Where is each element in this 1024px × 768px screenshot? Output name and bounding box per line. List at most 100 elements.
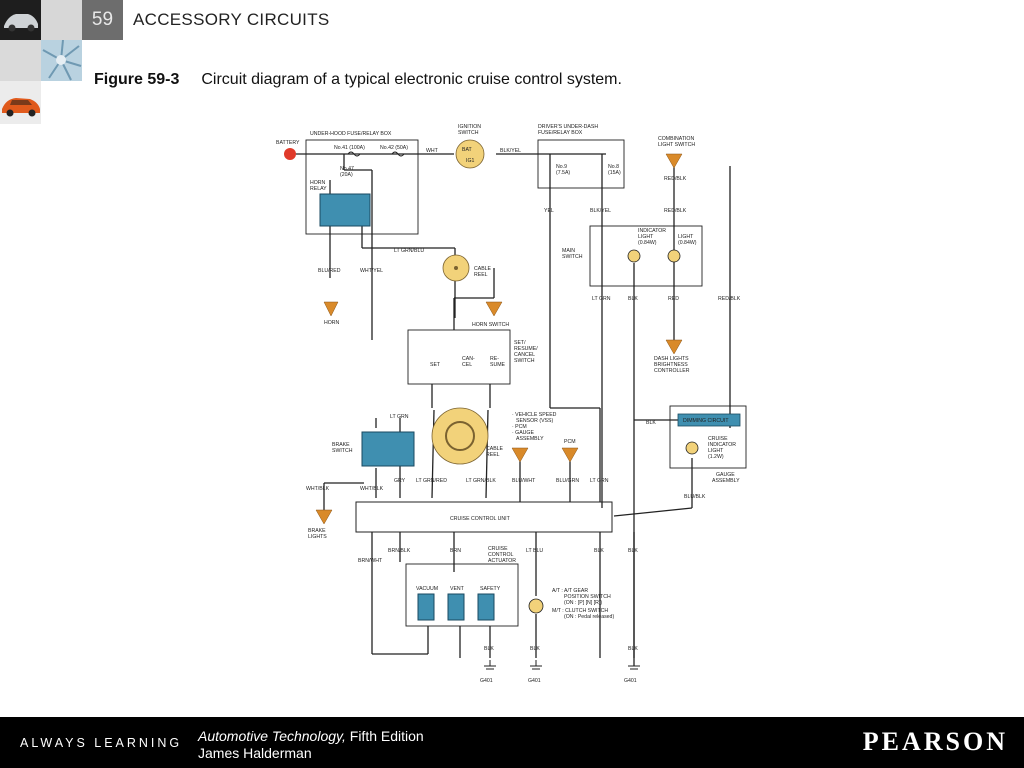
bat-label: BAT <box>462 147 473 153</box>
gauge-assembly-box <box>669 405 747 469</box>
dash-lights-arrow-icon <box>665 339 683 355</box>
horn-label: HORN <box>324 320 340 326</box>
blk-label-7: BLK <box>628 646 638 652</box>
brn-wht-label: BRN/WHT <box>358 558 383 564</box>
cel-label: CEL <box>462 362 472 368</box>
actuator-label-c: ACTUATOR <box>488 558 516 564</box>
chapter-title: ACCESSORY CIRCUITS <box>133 10 330 29</box>
ig1-label: IG1 <box>466 158 474 164</box>
at-label-c: (ON : [P] [N] [R]) <box>564 600 602 606</box>
ground-label-3: G401 <box>624 678 637 684</box>
vss-label-d: · GAUGE <box>512 430 534 436</box>
blk-label-5: BLK <box>484 646 494 652</box>
sume-label: SUME <box>490 362 506 368</box>
fuse-8-label-b: (15A) <box>608 170 621 176</box>
chapter-number: 59 <box>82 0 123 40</box>
blu-wht-label: BLU/WHT <box>512 478 536 484</box>
brake-lights-label-a: BRAKE <box>308 528 326 534</box>
cable-reel2-label-b: REEL <box>486 452 500 458</box>
brake-switch-label-a: BRAKE <box>332 442 350 448</box>
blk-label-6: BLK <box>530 646 540 652</box>
car-thumbnail-orange <box>0 81 41 124</box>
cruise-ind-label-b: INDICATOR <box>708 442 736 448</box>
mt-label-a: M/T : CLUTCH SWITCH <box>552 608 608 614</box>
cruise-control-circuit-diagram: BATTERY UNDER-HOOD FUSE/RELAY BOX No.41 … <box>276 124 747 684</box>
ccu-label: CRUISE CONTROL UNIT <box>450 516 511 522</box>
safety-label: SAFETY <box>480 586 501 592</box>
indicator-light-icon <box>627 249 641 263</box>
vacuum-label: VACUUM <box>416 586 438 592</box>
book-edition: Fifth Edition <box>345 728 424 744</box>
dash-lights-label-b: BRIGHTNESS <box>654 362 688 368</box>
vacuum-solenoid-icon <box>417 593 435 621</box>
horn-switch-arrow-icon <box>485 301 503 317</box>
vent-label: VENT <box>450 586 465 592</box>
yel-label: YEL <box>544 208 554 214</box>
blu-grn-label: BLU/GRN <box>556 478 579 484</box>
ignition-label-a: IGNITION <box>458 124 481 130</box>
cruise-control-actuator-box <box>405 563 519 627</box>
dimming-circuit-icon <box>677 413 741 427</box>
cruise-ind-label-a: CRUISE <box>708 436 728 442</box>
grey-thumbnail-lower <box>0 40 41 81</box>
grey-thumbnail <box>41 0 82 40</box>
book-info: Automotive Technology, Fifth Edition Jam… <box>198 728 424 762</box>
vss-label-e: ASSEMBLY <box>516 436 544 442</box>
horn-switch-label: HORN SWITCH <box>472 322 509 328</box>
gear-position-switch-icon <box>528 598 544 614</box>
indicator-label-b: LIGHT <box>638 234 654 240</box>
gauge-label-a: GAUGE <box>716 472 735 478</box>
lt-blu-label: LT BLU <box>526 548 543 554</box>
footer-bar: ALWAYS LEARNING Automotive Technology, F… <box>0 717 1024 768</box>
footer-tagline: ALWAYS LEARNING <box>20 736 183 750</box>
lt-grn-blk-label: LT GRN/BLK <box>466 478 496 484</box>
main-switch-label-b: SWITCH <box>562 254 583 260</box>
main-switch-label-a: MAIN <box>562 248 575 254</box>
lt-grn-label-3: LT GRN <box>590 478 609 484</box>
blk-label-2: BLK <box>646 420 656 426</box>
horn-arrow-icon <box>323 301 339 317</box>
red-blk-label-3: RED/BLK <box>718 296 741 302</box>
combination-switch-arrow-icon <box>665 153 683 169</box>
battery-terminal-icon <box>284 148 296 160</box>
lt-grn-blu-label: LT GRN/BLU <box>394 248 424 254</box>
battery-label: BATTERY <box>276 140 300 146</box>
fuse-9-label-b: (7.5A) <box>556 170 570 176</box>
lt-grn-red-label: LT GRN/RED <box>416 478 447 484</box>
blu-blk-label: BLU/BLK <box>684 494 706 500</box>
brake-switch-icon <box>361 431 415 467</box>
turbine-thumbnail <box>41 40 82 81</box>
publisher-logo: PEARSON <box>862 727 1008 756</box>
set-label: SET <box>430 362 441 368</box>
underdash-fuse-box <box>537 139 625 189</box>
main-switch-box <box>589 225 703 287</box>
dash-lights-label-c: CONTROLLER <box>654 368 690 374</box>
book-title-line: Automotive Technology, Fifth Edition <box>198 728 424 745</box>
horn-relay-label-b: RELAY <box>310 186 327 192</box>
actuator-label-a: CRUISE <box>488 546 508 552</box>
dash-lights-label-a: DASH LIGHTS <box>654 356 689 362</box>
set-resume-cancel-switch-box <box>407 329 511 385</box>
chapter-thumbnails <box>0 0 82 124</box>
brn-label: BRN <box>450 548 461 554</box>
cruise-control-unit-box <box>355 501 613 533</box>
lt-grn-label-2: LT GRN <box>390 414 409 420</box>
wht-yel-label: WHT/YEL <box>360 268 383 274</box>
cruise-ind-label-d: (1.2W) <box>708 454 724 460</box>
blk-yel-label: BLK/YEL <box>590 208 611 214</box>
at-label-b: POSITION SWITCH <box>564 594 611 600</box>
vss-label-c: · PCM <box>512 424 527 430</box>
combination-label-a: COMBINATION <box>658 136 694 142</box>
at-label-a: A/T : A/T GEAR <box>552 588 588 594</box>
vss-label-b: SENSOR (VSS) <box>516 418 553 424</box>
red-blk-label-1: RED/BLK <box>664 176 687 182</box>
vent-solenoid-icon <box>447 593 465 621</box>
indicator-label-a: INDICATOR <box>638 228 666 234</box>
set-resume-label-b: RESUME/ <box>514 346 538 352</box>
ignition-switch-icon <box>455 139 485 169</box>
dash-box-label-b: FUSE/RELAY BOX <box>538 130 583 136</box>
wht-blk-label-1: WHT/BLK <box>306 486 330 492</box>
cable-reel-lower-icon <box>431 407 489 465</box>
dimming-label: DIMMING CIRCUIT <box>683 418 729 424</box>
fuse-42-label: No.42 (50A) <box>380 145 408 151</box>
